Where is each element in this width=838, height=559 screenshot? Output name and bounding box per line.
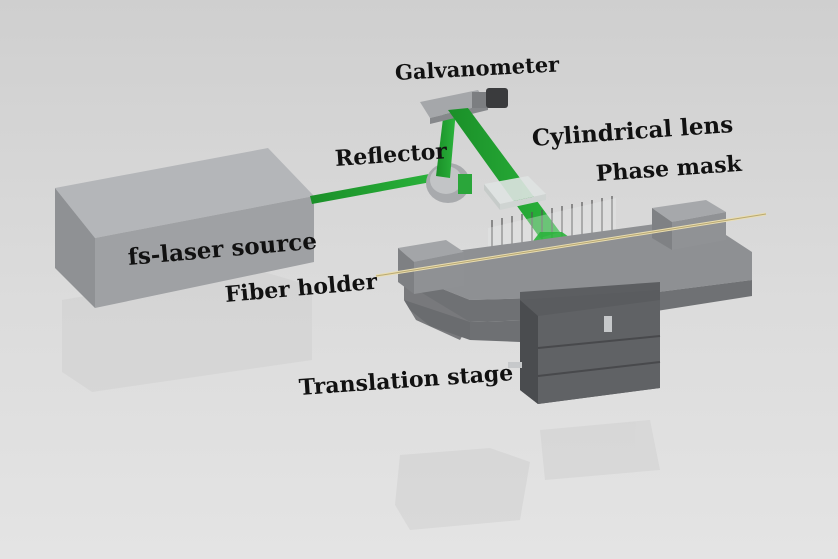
beam-segment-down (448, 108, 560, 238)
translation-stage (470, 282, 661, 404)
beam-segment-laser (310, 172, 442, 204)
beam-segment-up (436, 110, 456, 178)
laser-source-box (55, 148, 314, 308)
stage-knob-icon (604, 316, 612, 332)
stage-screw-icon (508, 362, 522, 368)
optical-fiber-core (375, 213, 767, 277)
cylindrical-lens (484, 176, 546, 210)
galvanometer (420, 88, 508, 124)
galvanometer-motor-icon (486, 88, 508, 108)
